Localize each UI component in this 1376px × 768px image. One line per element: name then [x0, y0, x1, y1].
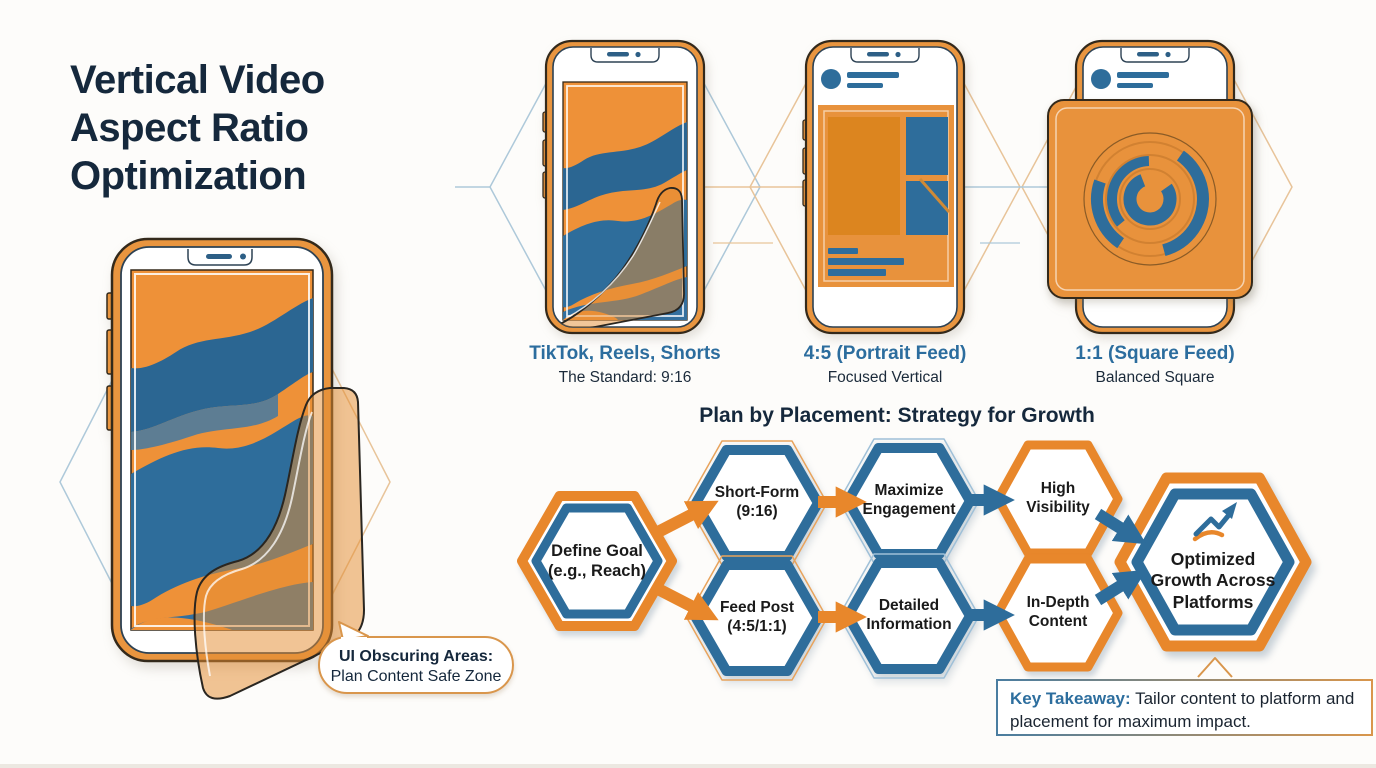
text-line	[847, 72, 899, 78]
format-sublabel-45: Focused Vertical	[827, 369, 943, 386]
callout-body: Plan Content Safe Zone	[330, 668, 502, 685]
node-label-high-visibility: High Visibility	[1026, 480, 1090, 516]
camera-dot	[240, 253, 246, 260]
speaker-pill	[867, 52, 889, 57]
key-takeaway-box: Key Takeaway: Tailor content to platform…	[996, 679, 1373, 736]
square-post	[1047, 99, 1253, 299]
flowchart	[517, 438, 1312, 681]
flow-arrows	[655, 484, 1147, 633]
takeaway-pointer	[1197, 657, 1233, 678]
text-line	[1117, 72, 1169, 78]
bottom-edge-line	[0, 764, 1376, 768]
camera-dot	[635, 51, 641, 58]
safe-zone-callout: UI Obscuring Areas: Plan Content Safe Zo…	[318, 621, 514, 694]
feed-post-45	[818, 105, 954, 287]
page-title: Vertical Video Aspect Ratio Optimization	[70, 58, 325, 198]
key-takeaway-body: Tailor content to platform and placement…	[1010, 689, 1355, 731]
callout-heading: UI Obscuring Areas:	[338, 648, 494, 665]
node-label-in-depth-content: In-Depth Content	[1026, 594, 1090, 630]
phone-45	[802, 39, 966, 335]
format-label-916: TikTok, Reels, Shorts	[529, 343, 721, 364]
key-takeaway-heading: Key Takeaway:	[1010, 689, 1131, 708]
avatar	[1091, 69, 1111, 89]
node-label-maximize-engagement: Maximize Engagement	[862, 482, 956, 518]
node-label-optimized-growth: Optimized Growth Across Platforms	[1150, 548, 1276, 612]
format-sublabel-916: The Standard: 9:16	[558, 369, 692, 386]
camera-dot	[1165, 51, 1171, 58]
hexagon-node-optimized-growth	[1114, 472, 1312, 652]
format-sublabel-11: Balanced Square	[1095, 369, 1215, 386]
speaker-pill	[607, 52, 629, 57]
phone-11	[1047, 39, 1253, 335]
growth-arrow-icon	[1192, 502, 1237, 542]
format-label-45: 4:5 (Portrait Feed)	[803, 343, 967, 364]
speaker-pill	[206, 254, 232, 259]
flowchart-title: Plan by Placement: Strategy for Growth	[699, 404, 1095, 427]
node-label-detailed-information: Detailed Information	[866, 597, 952, 633]
camera-dot	[895, 51, 901, 58]
safe-zone-film-overlay	[556, 187, 685, 327]
hexagon-node-define-goal	[517, 491, 677, 631]
node-label-define-goal: Define Goal (e.g., Reach)	[547, 541, 647, 580]
speaker-pill	[1137, 52, 1159, 57]
text-line	[847, 83, 883, 88]
callout-tail	[338, 621, 369, 641]
phone-916	[542, 39, 706, 335]
node-label-feed-post: Feed Post (4:5/1:1)	[719, 599, 795, 635]
hexagon-node-high-visibility	[993, 440, 1123, 558]
hexagon-node-in-depth-content	[993, 554, 1123, 672]
avatar	[821, 69, 841, 89]
format-label-11: 1:1 (Square Feed)	[1075, 343, 1235, 364]
text-line	[1117, 83, 1153, 88]
node-label-short-form: Short-Form (9:16)	[714, 484, 800, 520]
